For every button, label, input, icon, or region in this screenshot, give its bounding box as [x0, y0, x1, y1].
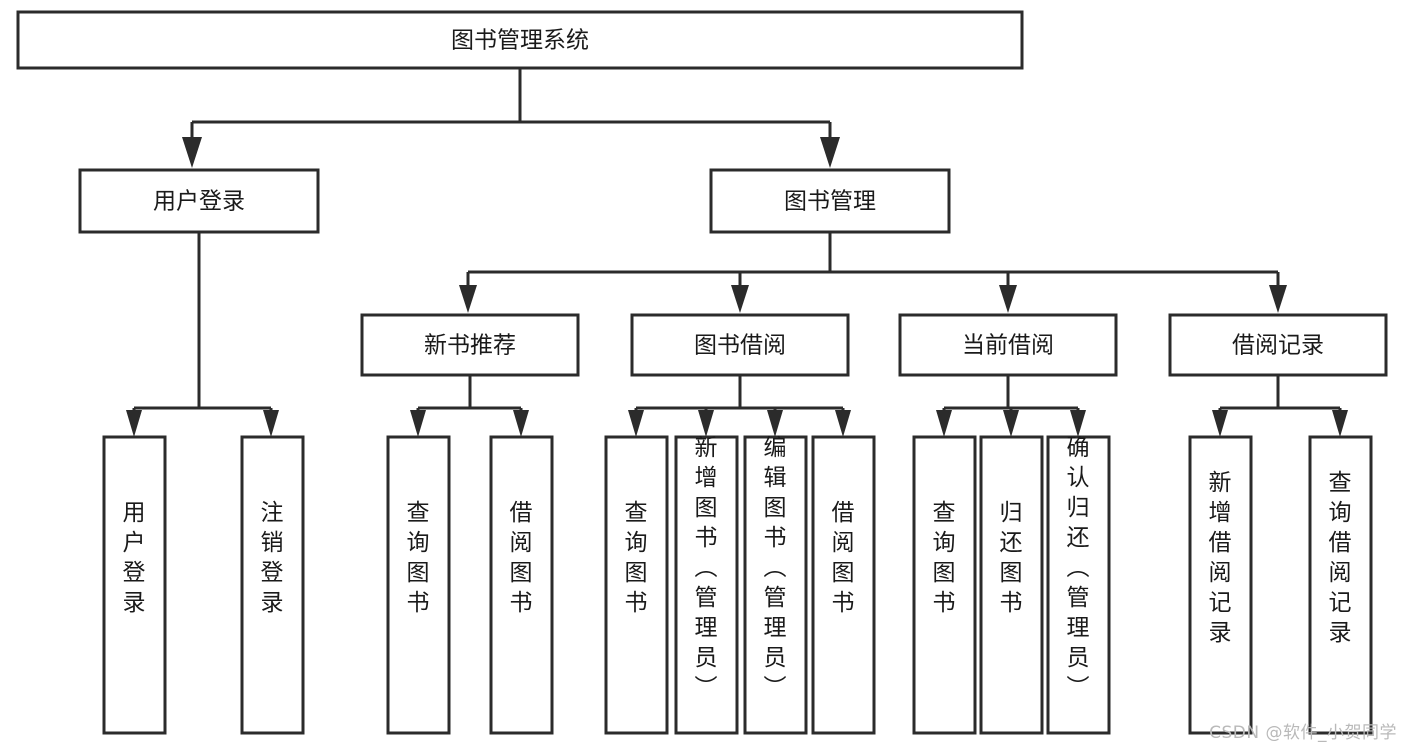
leaf-node-book-borrow-1[interactable]: 新增图书︵管理员︶ [674, 435, 739, 735]
leaf-node-current-borrow-1-label: 归还图书 [1000, 500, 1023, 616]
leaf-node-book-borrow-0-box[interactable] [604, 435, 669, 735]
leaf-node-current-borrow-1[interactable]: 归还图书 [979, 435, 1044, 735]
leaf-node-user-login-0-box[interactable] [102, 435, 167, 735]
arrow-icon-leaf-user-login-1 [263, 410, 279, 437]
leaf-node-borrow-record-0-label: 新增借阅记录 [1209, 470, 1232, 646]
node-root-box[interactable] [16, 10, 1024, 70]
node-book-borrow[interactable]: 图书借阅 [630, 313, 850, 377]
node-current-borrow-label: 当前借阅 [962, 333, 1054, 359]
connector-group-new-book [410, 375, 529, 437]
arrow-icon-leaf-book-borrow-3 [835, 410, 851, 437]
connector-group-root [182, 68, 840, 168]
arrow-icon-leaf-borrow-record-0 [1212, 410, 1228, 437]
leaf-node-current-borrow-2-box[interactable] [1046, 435, 1111, 735]
leaf-node-book-borrow-3[interactable]: 借阅图书 [811, 435, 876, 735]
leaf-node-new-book-0-label: 查询图书 [407, 500, 430, 616]
leaf-node-borrow-record-1-box[interactable] [1308, 435, 1373, 735]
leaf-node-current-borrow-2-label: 确认归还︵管理员︶ [1067, 435, 1090, 701]
leaf-node-book-borrow-3-label: 借阅图书 [832, 500, 855, 616]
arrow-icon-root-to-user-login [182, 137, 202, 168]
leaf-node-current-borrow-0-box[interactable] [912, 435, 977, 735]
arrow-icon-leaf-new-book-0 [410, 410, 426, 437]
leaf-node-book-borrow-2-label: 编辑图书︵管理员︶ [764, 435, 787, 701]
arrow-icon-leaf-book-borrow-0 [628, 410, 644, 437]
leaf-node-book-borrow-0-label: 查询图书 [625, 500, 648, 616]
leaf-node-new-book-0-box[interactable] [386, 435, 451, 735]
node-book-borrow-label: 图书借阅 [694, 333, 786, 359]
node-new-book-recommend-box[interactable] [360, 313, 580, 377]
leaf-node-book-borrow-0[interactable]: 查询图书 [604, 435, 669, 735]
csdn-watermark: CSDN @软件_小贺同学 [1209, 723, 1397, 743]
arrow-icon-to-new-book [459, 285, 477, 313]
connector-group-current-borrow [936, 375, 1086, 437]
node-borrow-record-box[interactable] [1168, 313, 1388, 377]
node-new-book-recommend[interactable]: 新书推荐 [360, 313, 580, 377]
leaf-node-borrow-record-0[interactable]: 新增借阅记录 [1188, 435, 1253, 735]
connector-group-borrow-record [1212, 375, 1348, 437]
node-current-borrow-box[interactable] [898, 313, 1118, 377]
leaf-node-book-borrow-3-box[interactable] [811, 435, 876, 735]
leaf-node-current-borrow-1-box[interactable] [979, 435, 1044, 735]
leaf-node-borrow-record-0-box[interactable] [1188, 435, 1253, 735]
leaf-node-user-login-1-label: 注销登录 [261, 500, 284, 616]
arrow-icon-leaf-book-borrow-2 [767, 410, 783, 437]
arrow-icon-leaf-borrow-record-1 [1332, 410, 1348, 437]
node-user-login-box[interactable] [78, 168, 320, 234]
leaf-node-current-borrow-2[interactable]: 确认归还︵管理员︶ [1046, 435, 1111, 735]
leaf-node-book-borrow-2[interactable]: 编辑图书︵管理员︶ [743, 435, 808, 735]
leaf-node-current-borrow-0-label: 查询图书 [933, 500, 956, 616]
arrow-icon-to-book-borrow [731, 285, 749, 313]
arrow-icon-leaf-current-borrow-1 [1003, 410, 1019, 437]
connector-group-book-borrow [628, 375, 851, 437]
node-book-borrow-box[interactable] [630, 313, 850, 377]
leaf-node-borrow-record-1[interactable]: 查询借阅记录 [1308, 435, 1373, 735]
arrow-icon-leaf-current-borrow-0 [936, 410, 952, 437]
node-book-manage[interactable]: 图书管理 [709, 168, 951, 234]
leaf-node-book-borrow-1-label: 新增图书︵管理员︶ [695, 435, 718, 701]
leaf-node-new-book-1[interactable]: 借阅图书 [489, 435, 554, 735]
leaf-node-user-login-1-box[interactable] [240, 435, 305, 735]
arrow-icon-to-current-borrow [999, 285, 1017, 313]
node-borrow-record[interactable]: 借阅记录 [1168, 313, 1388, 377]
node-user-login-label: 用户登录 [153, 189, 245, 215]
connector-group-user-login [126, 232, 279, 437]
leaf-node-book-borrow-2-box[interactable] [743, 435, 808, 735]
leaf-node-new-book-1-label: 借阅图书 [510, 500, 533, 616]
arrow-icon-leaf-current-borrow-2 [1070, 410, 1086, 437]
leaf-node-user-login-1[interactable]: 注销登录 [240, 435, 305, 735]
leaf-node-new-book-0[interactable]: 查询图书 [386, 435, 451, 735]
node-root-label: 图书管理系统 [451, 28, 589, 54]
arrow-icon-leaf-new-book-1 [513, 410, 529, 437]
node-book-manage-box[interactable] [709, 168, 951, 234]
node-root[interactable]: 图书管理系统 [16, 10, 1024, 70]
leaf-node-new-book-1-box[interactable] [489, 435, 554, 735]
leaf-node-user-login-0[interactable]: 用户登录 [102, 435, 167, 735]
arrow-icon-leaf-user-login-0 [126, 410, 142, 437]
arrow-icon-to-borrow-record [1269, 285, 1287, 313]
leaf-node-current-borrow-0[interactable]: 查询图书 [912, 435, 977, 735]
leaf-node-book-borrow-1-box[interactable] [674, 435, 739, 735]
arrow-icon-leaf-book-borrow-1 [698, 410, 714, 437]
leaf-node-user-login-0-label: 用户登录 [123, 500, 146, 616]
node-current-borrow[interactable]: 当前借阅 [898, 313, 1118, 377]
leaf-node-borrow-record-1-label: 查询借阅记录 [1329, 470, 1352, 646]
arrow-icon-root-to-book-manage [820, 137, 840, 168]
node-new-book-recommend-label: 新书推荐 [424, 333, 516, 359]
node-book-manage-label: 图书管理 [784, 189, 876, 215]
connector-group-book-manage [459, 232, 1287, 313]
node-user-login[interactable]: 用户登录 [78, 168, 320, 234]
node-borrow-record-label: 借阅记录 [1232, 333, 1324, 359]
